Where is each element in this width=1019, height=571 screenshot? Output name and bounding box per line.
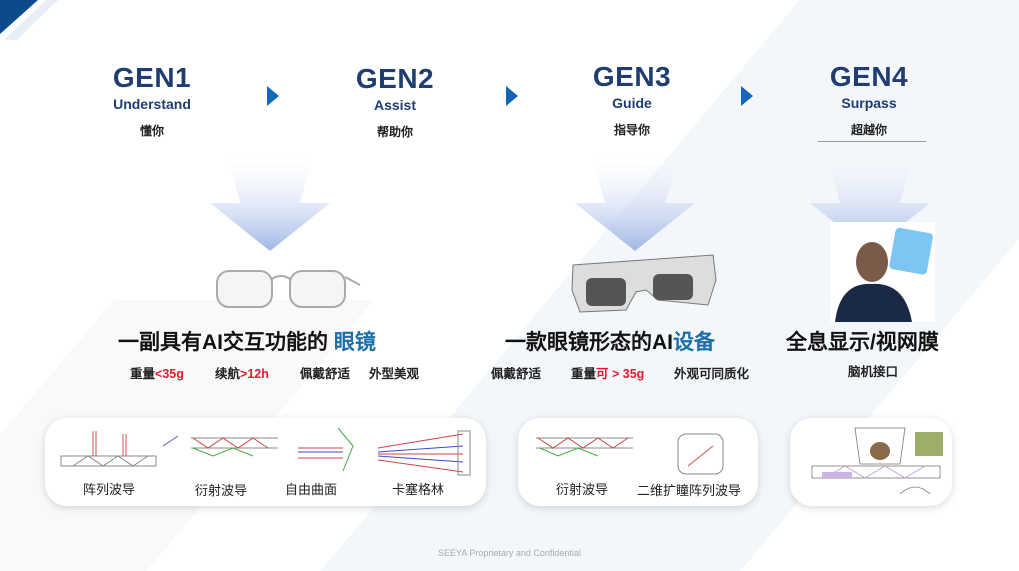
- col2-headline: 一款眼镜形态的AI设备: [505, 326, 715, 356]
- divider: [818, 141, 926, 142]
- tech-panel-3: [790, 418, 952, 506]
- arrow-down-icon: [210, 148, 330, 251]
- tech-label: 卡塞格林: [392, 482, 445, 497]
- footer-confidential: SEEYA Proprietary and Confidential: [438, 548, 581, 558]
- optics-diagrams: [536, 433, 724, 475]
- feature-label: 续航: [215, 367, 241, 381]
- gen2: GEN2 Assist 帮助你: [295, 63, 495, 140]
- feature-bci: 脑机接口: [848, 365, 899, 379]
- arrow-right-icon: [267, 86, 279, 106]
- feature-appearance: 外观可同质化: [674, 367, 750, 381]
- tech-label: 阵列波导: [83, 482, 136, 497]
- glasses-image: [216, 270, 361, 308]
- feature-comfort: 佩戴舒适: [491, 367, 542, 381]
- corner-logo-shape: [0, 0, 58, 40]
- feature-weight: 重量<35g: [130, 363, 184, 382]
- gen-subtitle: Assist: [373, 97, 417, 113]
- tech-label: 二维扩瞳阵列波导: [637, 483, 742, 498]
- arrow-down-icon: [575, 148, 695, 251]
- gen-subtitle: Understand: [113, 96, 191, 112]
- gen-title: GEN1: [112, 62, 192, 93]
- feature-weight: 重量可 > 35g: [571, 363, 644, 382]
- tech-label: 自由曲面: [285, 482, 338, 497]
- col1-headline: 一副具有AI交互功能的 眼镜: [118, 326, 376, 356]
- ai-glasses-image: [571, 254, 717, 313]
- gen-subtitle: Guide: [612, 95, 652, 111]
- headline-text: 一款眼镜形态的AI: [505, 331, 673, 354]
- feature-comfort: 佩戴舒适: [300, 367, 351, 381]
- tech-panel-2: 衍射波导 二维扩瞳阵列波导: [518, 418, 758, 506]
- gen-subtitle: Surpass: [841, 95, 897, 111]
- feature-label: 重量: [571, 367, 597, 381]
- gen-title: GEN4: [829, 61, 909, 92]
- gen4: GEN4 Surpass 超越你: [769, 61, 969, 138]
- feature-value: >12h: [240, 367, 269, 381]
- col3-headline: 全息显示/视网膜: [786, 331, 939, 354]
- optics-diagrams: [60, 427, 471, 476]
- feature-value: 可 > 35g: [596, 367, 645, 381]
- feature-appearance: 外型美观: [369, 367, 420, 381]
- tech-label: 衍射波导: [195, 483, 248, 498]
- gen-cn: 帮助你: [376, 125, 413, 139]
- gen3: GEN3 Guide 指导你: [532, 61, 732, 138]
- arrow-right-icon: [741, 86, 753, 106]
- retinal-display-diagram: [811, 427, 943, 495]
- feature-label: 重量: [130, 367, 156, 381]
- headline-highlight: 眼镜: [333, 331, 376, 354]
- feature-value: <35g: [155, 367, 184, 381]
- gen1: GEN1 Understand 懂你: [52, 62, 252, 139]
- headline-text: 一副具有AI交互功能的: [118, 331, 328, 354]
- tech-panel-1: 阵列波导 衍射波导 自由曲面 卡塞格林: [45, 418, 486, 506]
- arrow-right-icon: [506, 86, 518, 106]
- hologram-person-image: [830, 222, 935, 322]
- tech-label: 衍射波导: [556, 482, 609, 497]
- gen-cn: 超越你: [850, 123, 887, 137]
- headline-highlight: 设备: [673, 331, 715, 354]
- gen-cn: 懂你: [139, 124, 164, 138]
- gen-cn: 指导你: [613, 123, 650, 137]
- gen-title: GEN3: [592, 61, 672, 92]
- gen-title: GEN2: [355, 63, 435, 94]
- feature-battery: 续航>12h: [215, 363, 269, 382]
